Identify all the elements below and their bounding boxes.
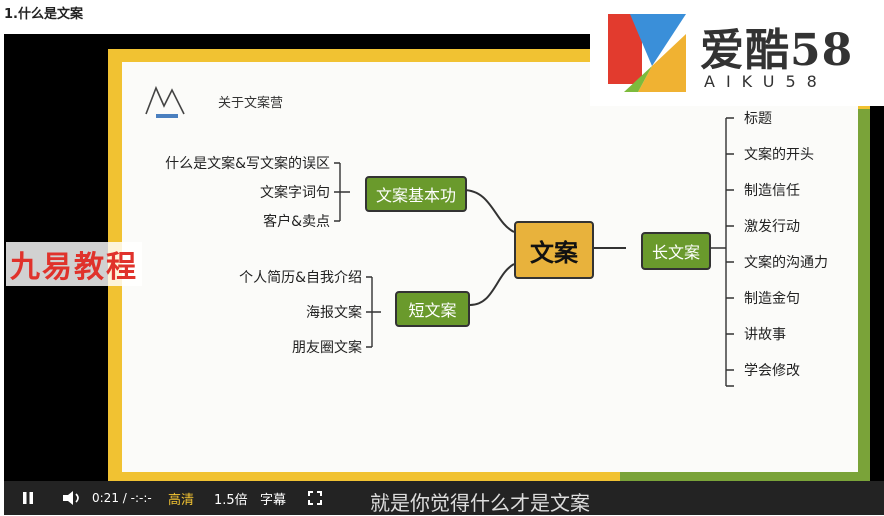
leaf-basic-2: 文案字词句	[260, 185, 330, 201]
node-basic-skills: 文案基本功	[365, 176, 467, 212]
slide-logo	[144, 84, 188, 120]
leaf-long-5: 文案的沟通力	[744, 255, 828, 271]
watermark-text: 九易教程	[6, 242, 142, 286]
fullscreen-icon	[308, 491, 322, 505]
leaf-long-1: 标题	[744, 111, 772, 127]
node-center: 文案	[514, 221, 594, 279]
time-display: 0:21 / -:-:-	[92, 491, 152, 505]
brand-subtitle: AIKU58	[704, 72, 828, 91]
slide-border-accent	[858, 109, 870, 484]
leaf-basic-1: 什么是文案&写文案的误区	[165, 156, 330, 172]
brand-overlay: 爱酷58 AIKU58	[590, 0, 884, 106]
node-short-copy: 短文案	[395, 291, 470, 327]
speed-button[interactable]: 1.5倍	[214, 492, 248, 508]
page-title: 1.什么是文案	[4, 7, 83, 22]
leaf-long-8: 学会修改	[744, 363, 800, 379]
leaf-short-1: 个人简历&自我介绍	[239, 270, 362, 286]
video-player[interactable]: 关于文案营 什么是文案&写文案的误区 文案字词句 客户&卖点 个人简历&自我介绍…	[4, 34, 884, 515]
leaf-long-3: 制造信任	[744, 183, 800, 199]
slide-header: 关于文案营	[218, 96, 284, 111]
brand-name: 爱酷58	[700, 25, 854, 76]
leaf-short-3: 朋友圈文案	[292, 340, 362, 356]
leaf-short-2: 海报文案	[306, 305, 362, 321]
leaf-basic-3: 客户&卖点	[263, 214, 330, 230]
leaf-long-2: 文案的开头	[744, 147, 814, 163]
video-subtitle: 就是你觉得什么才是文案	[370, 491, 590, 515]
captions-button[interactable]: 字幕	[260, 492, 287, 508]
leaf-long-7: 讲故事	[744, 327, 786, 343]
slide-canvas: 关于文案营 什么是文案&写文案的误区 文案字词句 客户&卖点 个人简历&自我介绍…	[122, 62, 858, 472]
node-long-copy: 长文案	[641, 232, 711, 270]
brand-logo-icon	[608, 14, 686, 92]
quality-button[interactable]: 高清	[168, 492, 195, 508]
leaf-long-4: 激发行动	[744, 219, 800, 235]
pause-button[interactable]	[4, 491, 52, 505]
player-controls: 0:21 / -:-:- 高清 1.5倍 字幕	[4, 481, 884, 515]
slide: 关于文案营 什么是文案&写文案的误区 文案字词句 客户&卖点 个人简历&自我介绍…	[108, 49, 870, 484]
leaf-long-6: 制造金句	[744, 291, 800, 307]
mindmap-connectors	[334, 117, 734, 387]
volume-button[interactable]	[52, 490, 92, 506]
volume-icon	[63, 491, 79, 505]
pause-icon	[23, 492, 33, 504]
fullscreen-button[interactable]	[302, 491, 328, 505]
